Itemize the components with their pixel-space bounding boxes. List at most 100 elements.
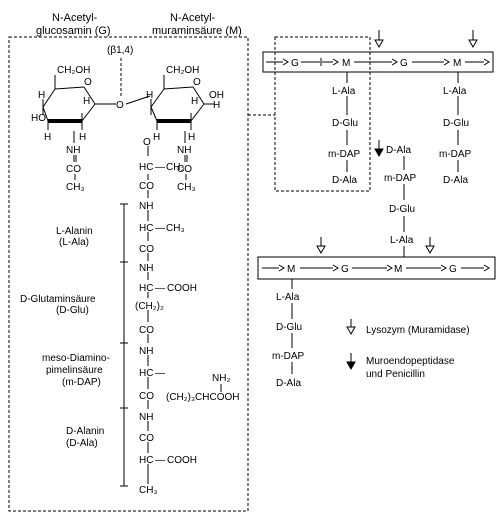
glu-co: CO bbox=[139, 325, 154, 336]
dap-side: (CH₂)₃CHCOOH bbox=[166, 392, 240, 403]
label-meso-diamino: meso-Diamino- bbox=[42, 353, 110, 364]
label-d-glu-abbr: (D-Glu) bbox=[56, 305, 89, 316]
ala2-cooh: COOH bbox=[167, 455, 197, 466]
header-m-line1: N-Acetyl- bbox=[170, 12, 216, 24]
up2-d-ala: D-Ala bbox=[443, 175, 468, 186]
lower-g-2: G bbox=[449, 264, 457, 275]
dap-nh: NH bbox=[139, 346, 153, 357]
m-lactyl-o: O bbox=[143, 137, 151, 148]
label-d-ala-abbr: (D-Ala) bbox=[66, 438, 98, 449]
g-h-2: H bbox=[83, 96, 90, 107]
upper-highlight-frame bbox=[274, 36, 371, 192]
glu-ch2: (CH₂)₂ bbox=[135, 301, 164, 312]
upper-lysozym-cut-icon-1 bbox=[374, 30, 384, 49]
up2-l-ala: L-Ala bbox=[443, 86, 467, 97]
glycosidic-bond bbox=[125, 95, 151, 105]
m-co: CO bbox=[177, 164, 192, 175]
m-h-3: H bbox=[213, 100, 220, 111]
upper-m-2: M bbox=[453, 58, 461, 69]
ala2-dash: — bbox=[155, 455, 165, 466]
legend-endopeptidase-icon bbox=[346, 353, 356, 371]
g-h-3: H bbox=[44, 132, 51, 143]
m-h-4: H bbox=[153, 132, 160, 143]
upper-lysozym-cut-icon-2 bbox=[468, 30, 478, 49]
label-d-glutaminsaeure: D-Glutaminsäure bbox=[20, 294, 96, 305]
lower-lysozym-cut-icon-1 bbox=[316, 237, 326, 255]
glu-dash: — bbox=[155, 283, 165, 294]
lower-m-2: M bbox=[394, 264, 402, 275]
dap-nh2: NH₂ bbox=[212, 373, 230, 384]
lactyl-hc: HC bbox=[139, 162, 153, 173]
glycosidic-o: O bbox=[116, 100, 124, 111]
upper-chain-arrows bbox=[266, 58, 490, 66]
upper-g-1: G bbox=[291, 58, 299, 69]
legend-endopeptidase-label-1: Muroendopeptidase bbox=[366, 356, 455, 367]
residue-brackets bbox=[120, 203, 128, 487]
dap-dash: — bbox=[155, 368, 165, 379]
xl-d-glu: D-Glu bbox=[389, 204, 415, 215]
upper-g-2: G bbox=[400, 58, 408, 69]
up1-l-ala: L-Ala bbox=[332, 86, 356, 97]
g-ch3: CH₃ bbox=[66, 182, 85, 193]
upper-m-1: M bbox=[342, 58, 350, 69]
m-h-2: H bbox=[191, 96, 198, 107]
lactyl-dash: — bbox=[155, 162, 165, 173]
xl-l-ala: L-Ala bbox=[390, 235, 414, 246]
m-ch2oh: CH₂OH bbox=[166, 65, 199, 76]
lower-chain-arrows bbox=[262, 264, 490, 272]
header-m-line2: muraminsäure (M) bbox=[152, 25, 242, 37]
xl-m-dap: m-DAP bbox=[384, 173, 417, 184]
m-ch3: CH₃ bbox=[177, 182, 196, 193]
linkage-label: (β1,4) bbox=[107, 45, 133, 56]
up2-m-dap: m-DAP bbox=[439, 149, 472, 160]
ala1-nh: NH bbox=[139, 201, 153, 212]
lower-lysozym-cut-icon-2 bbox=[425, 237, 435, 255]
lactyl-ch3: CH₃ bbox=[166, 162, 185, 173]
g-h-1: H bbox=[38, 90, 45, 101]
g-co: CO bbox=[66, 164, 81, 175]
legend-lysozym-label: Lysozym (Muramidase) bbox=[366, 325, 470, 336]
xl-d-ala: D-Ala bbox=[386, 145, 411, 156]
glu-nh: NH bbox=[139, 263, 153, 274]
low-d-glu: D-Glu bbox=[276, 322, 302, 333]
g-nh: NH bbox=[66, 145, 80, 156]
label-pimelinsaeure: pimelinsäure bbox=[46, 365, 103, 376]
up1-m-dap: m-DAP bbox=[328, 149, 361, 160]
ala1-dash: — bbox=[155, 223, 165, 234]
g-ho: HO bbox=[31, 113, 46, 124]
header-g-line2: glucosamin (G) bbox=[36, 25, 111, 37]
m-ring-o: O bbox=[193, 77, 201, 88]
ala2-hc: HC bbox=[139, 455, 153, 466]
sugar-muramic-acid bbox=[147, 75, 214, 180]
label-l-alanin: L-Alanin bbox=[56, 226, 93, 237]
lower-chain-box bbox=[257, 256, 496, 280]
m-h-1: H bbox=[146, 90, 153, 101]
low-d-ala: D-Ala bbox=[276, 378, 301, 389]
label-d-alanin: D-Alanin bbox=[66, 426, 104, 437]
up1-d-ala: D-Ala bbox=[332, 175, 357, 186]
header-g-line1: N-Acetyl- bbox=[52, 12, 98, 24]
label-l-ala-abbr: (L-Ala) bbox=[59, 237, 89, 248]
up1-d-glu: D-Glu bbox=[332, 118, 358, 129]
dap-hc: HC bbox=[139, 368, 153, 379]
lactyl-co: CO bbox=[139, 181, 154, 192]
m-nh: NH bbox=[177, 145, 191, 156]
lower-g-1: G bbox=[341, 264, 349, 275]
low-l-ala: L-Ala bbox=[276, 292, 300, 303]
lower-m-1: M bbox=[287, 264, 295, 275]
label-m-dap-abbr: (m-DAP) bbox=[62, 377, 101, 388]
g-ring-o: O bbox=[84, 77, 92, 88]
monomer-frame bbox=[8, 36, 249, 512]
ala1-hc: HC bbox=[139, 223, 153, 234]
ala1-ch3: CH₃ bbox=[166, 223, 185, 234]
up2-d-glu: D-Glu bbox=[443, 118, 469, 129]
glu-hc: HC bbox=[139, 283, 153, 294]
m-h-5: H bbox=[188, 132, 195, 143]
ala2-co-pre: CO bbox=[139, 433, 154, 444]
low-m-dap: m-DAP bbox=[272, 351, 305, 362]
ala1-co: CO bbox=[139, 244, 154, 255]
endopeptidase-cut-icon bbox=[374, 140, 384, 158]
dap-co: CO bbox=[139, 391, 154, 402]
